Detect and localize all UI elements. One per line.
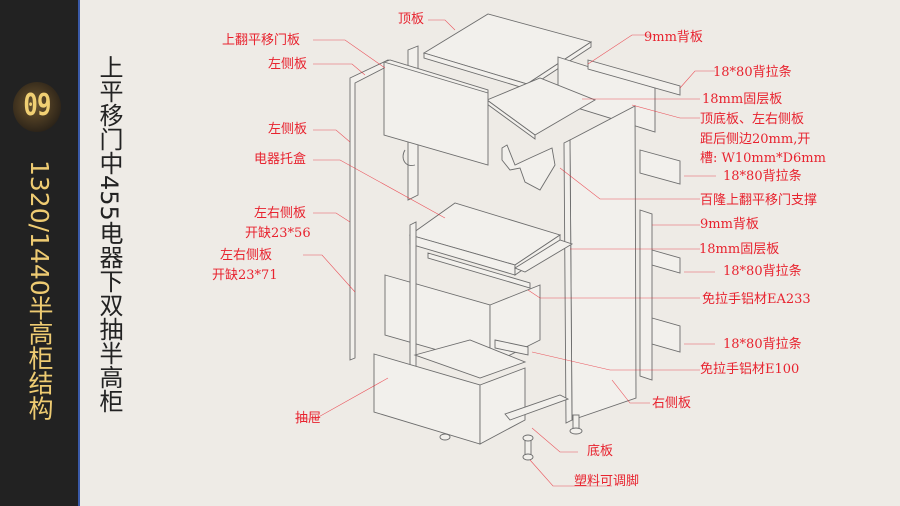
label-groove-note-2: 距后侧边20mm,开 [700, 132, 811, 147]
right-side-panel [569, 105, 637, 421]
cabinet-parts [349, 13, 681, 461]
label-right-side: 右侧板 [652, 396, 692, 411]
label-flip-door: 上翻平移门板 [222, 33, 301, 48]
back-panel-mid [639, 209, 653, 381]
label-leveling-foot: 塑料可调脚 [574, 474, 640, 489]
back-rail-3 [651, 249, 681, 274]
label-fixed-shelf-2: 18mm固层板 [699, 242, 780, 257]
label-notch-71-line2: 开缺23*71 [212, 268, 278, 283]
back-rail-1 [587, 59, 681, 96]
label-rail-1: 18*80背拉条 [713, 65, 792, 80]
label-bottom-panel: 底板 [587, 444, 614, 459]
chapter-number: 09 [23, 88, 51, 123]
label-notch-56-line1: 左右侧板 [254, 206, 307, 221]
label-notch-56-line2: 开缺23*56 [245, 226, 311, 241]
page-title: 上平移门中455电器下双抽半高柜 [95, 55, 123, 413]
fixed-shelf-2 [514, 239, 574, 273]
foot-drawer [439, 433, 451, 441]
lower-drawer-box [479, 367, 526, 445]
label-notch-71-line1: 左右侧板 [220, 248, 273, 263]
bottom-board [504, 394, 570, 421]
label-back-9mm-mid: 9mm背板 [700, 217, 759, 232]
back-rail-4 [651, 317, 681, 353]
chapter-badge: 09 [13, 82, 61, 132]
label-handle-ea233: 免拉手铝材EA233 [702, 292, 811, 307]
label-handle-e100: 免拉手铝材E100 [700, 362, 800, 377]
label-drawer: 抽屉 [295, 411, 322, 426]
label-groove-note-3: 槽: W10mm*D6mm [700, 151, 826, 166]
label-groove-note-1: 顶底板、左右侧板 [700, 112, 805, 127]
handle-e100 [494, 339, 529, 356]
label-top-panel: 顶板 [398, 12, 425, 27]
label-rail-2: 18*80背拉条 [723, 169, 802, 184]
label-lift-support: 百隆上翻平移门支撑 [700, 193, 818, 208]
label-left-side-2: 左侧板 [268, 122, 308, 137]
lift-support-mechanism [501, 144, 556, 191]
back-rail-2 [639, 149, 681, 185]
label-left-side-1: 左侧板 [268, 57, 308, 72]
sidebar-title: 1320/1440半高柜结构 [25, 160, 54, 421]
label-fixed-shelf-1: 18mm固层板 [702, 92, 783, 107]
label-rail-4: 18*80背拉条 [723, 337, 802, 352]
leader-lines [296, 19, 716, 487]
label-back-9mm-top: 9mm背板 [644, 30, 703, 45]
left-side-panel [349, 59, 389, 361]
flip-door [383, 59, 489, 166]
label-appliance-tray: 电器托盒 [254, 152, 307, 167]
label-rail-3: 18*80背拉条 [723, 264, 802, 279]
handle-ea233 [427, 252, 531, 289]
sidebar: 09 1320/1440半高柜结构 [0, 0, 80, 506]
foot-right [572, 414, 580, 430]
